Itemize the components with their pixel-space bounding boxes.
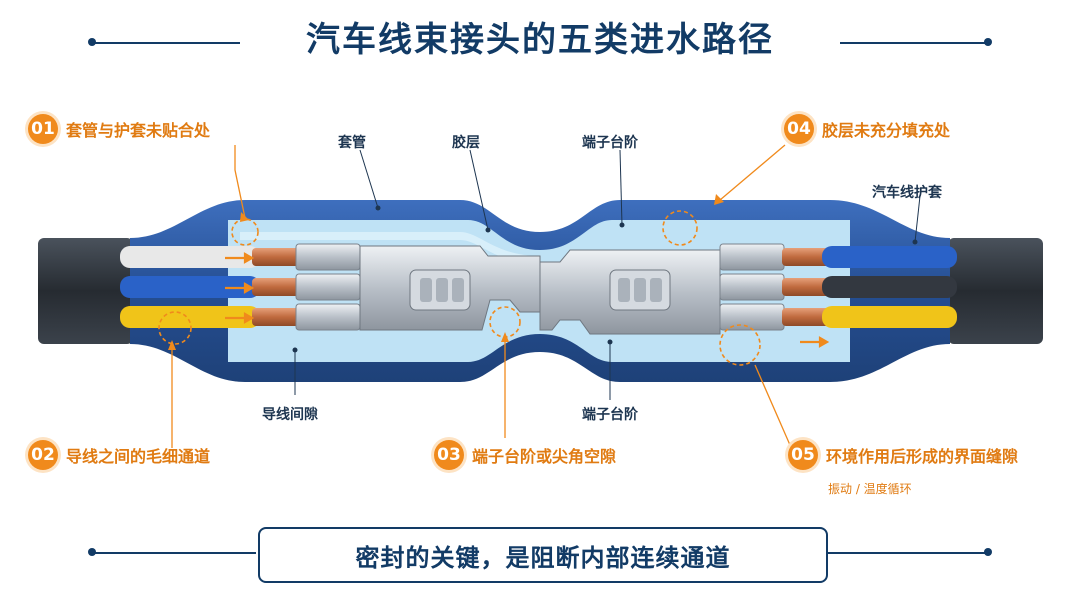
left-cable-jacket [38, 238, 133, 344]
right-cable-jacket [948, 238, 1043, 344]
label-leader-dots [292, 205, 918, 353]
callout-04: 04 胶层未充分填充处 [784, 114, 950, 144]
callout-badge: 04 [784, 114, 814, 144]
leak-marker-4 [662, 210, 698, 246]
left-terminal-slot-2 [436, 278, 448, 302]
right-copper-2 [782, 278, 830, 296]
right-ferrule-3 [719, 303, 785, 331]
label-sleeve: 套管 [338, 135, 366, 151]
callout-05-sub: 振动 / 温度循环 [828, 482, 912, 496]
left-ferrule-1 [295, 243, 361, 271]
left-copper-2 [252, 278, 300, 296]
water-flow-arrows [225, 252, 830, 348]
right-wire-black [822, 276, 957, 298]
footer-rule-dot-right [984, 548, 992, 556]
callout-03: 03 端子台阶或尖角空隙 [434, 440, 616, 470]
right-copper-1 [782, 248, 830, 266]
callout-badge: 03 [434, 440, 464, 470]
right-ferrule-2 [719, 273, 785, 301]
left-wire-yellow [120, 306, 260, 328]
right-terminal-slot-1 [618, 278, 630, 302]
right-wire-blue [822, 246, 957, 268]
page-title: 汽车线束接头的五类进水路径 [306, 20, 774, 60]
left-terminal-slot-3 [452, 278, 464, 302]
adhesive-highlight [240, 232, 540, 264]
right-wire-yellow [822, 306, 957, 328]
label-terminal-step-top: 端子台阶 [582, 135, 638, 151]
callout-badge: 02 [28, 440, 58, 470]
callout-05: 05 环境作用后形成的界面缝隙 [788, 440, 1018, 470]
footer-rule-right [826, 552, 988, 554]
label-leaders [294, 149, 921, 400]
leak-marker-5 [719, 324, 761, 366]
callout-text: 套管与护套未贴合处 [66, 121, 211, 140]
callout-01: 01 套管与护套未贴合处 [28, 114, 210, 144]
left-wire-white [120, 246, 260, 268]
callout-badge: 05 [788, 440, 818, 470]
right-terminal-slot-3 [650, 278, 662, 302]
callout-text: 端子台阶或尖角空隙 [472, 447, 617, 466]
leak-marker-1 [231, 218, 259, 246]
left-ferrule-3 [295, 303, 361, 331]
right-copper-3 [782, 308, 830, 326]
left-terminal-slot-1 [420, 278, 432, 302]
leak-marker-2 [158, 311, 192, 345]
label-terminal-step-bottom: 端子台阶 [582, 407, 638, 423]
title-rule-right [840, 42, 988, 44]
right-ferrule-1 [719, 243, 785, 271]
right-terminal-slot-2 [634, 278, 646, 302]
label-adhesive: 胶层 [452, 135, 480, 151]
label-jacket: 汽车线护套 [872, 185, 942, 201]
footer-rule-left [92, 552, 256, 554]
title-rule-left [92, 42, 240, 44]
label-wire-gap: 导线间隙 [262, 407, 318, 423]
callout-leader-heads [168, 194, 724, 350]
left-copper-1 [252, 248, 300, 266]
callout-badge: 01 [28, 114, 58, 144]
callout-text: 导线之间的毛细通道 [66, 447, 211, 466]
footer-statement: 密封的关键，是阻断内部连续通道 [258, 527, 828, 583]
left-ferrule-2 [295, 273, 361, 301]
title-rule-dot-right [984, 38, 992, 46]
left-wire-blue [120, 276, 260, 298]
left-copper-3 [252, 308, 300, 326]
callout-02: 02 导线之间的毛细通道 [28, 440, 210, 470]
callout-text: 环境作用后形成的界面缝隙 [826, 447, 1019, 466]
callout-leaders [171, 144, 791, 448]
callout-text: 胶层未充分填充处 [822, 121, 951, 140]
